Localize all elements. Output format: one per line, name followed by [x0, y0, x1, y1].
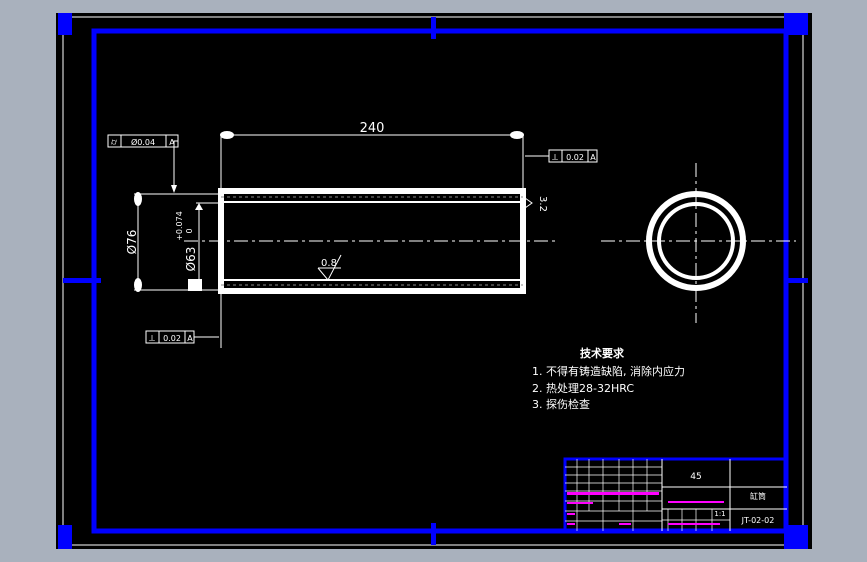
mid-grip-top[interactable]: [431, 17, 436, 39]
dim-tol-upper: +0.074: [175, 211, 184, 241]
title-block-part-name: 缸筒: [750, 491, 766, 501]
datum-a-marker: [188, 279, 202, 291]
dim-text-od: Ø76: [125, 230, 139, 255]
roughness-symbol-bore: [317, 254, 342, 281]
svg-text:Ø0.04: Ø0.04: [131, 137, 155, 147]
corner-grip-tr[interactable]: [784, 13, 808, 35]
fcf-cylindricity: ⌭ Ø0.04 A: [107, 134, 179, 148]
dim-arrow-length-right: [510, 131, 524, 139]
fcf-perpendicular-top: ⟂ 0.02 A: [548, 149, 598, 163]
title-block-scale: 1:1: [714, 510, 725, 518]
svg-text:A: A: [169, 138, 175, 147]
title-block-material: 45: [690, 472, 701, 482]
dim-arrow-id-top: [195, 203, 203, 210]
leader-cylindricity: [173, 140, 178, 191]
svg-text:⟂: ⟂: [149, 334, 155, 344]
end-view-outer-ring: [646, 191, 746, 291]
mid-grip-left[interactable]: [63, 278, 101, 283]
mid-grip-bottom[interactable]: [431, 523, 436, 545]
svg-text:⟂: ⟂: [552, 153, 558, 163]
roughness-symbol-end: [524, 197, 533, 209]
fcf-perpendicular-bottom: ⟂ 0.02 A: [145, 330, 195, 344]
tube-outer-wall: [218, 188, 526, 294]
dim-text-length: 240: [360, 121, 385, 136]
tech-req-item-1: 1. 不得有铸造缺陷, 消除内应力: [532, 364, 685, 378]
svg-text:0.02: 0.02: [163, 334, 181, 343]
tech-req-title: 技术要求: [580, 346, 625, 360]
title-block: 45 缸筒 JT-02-02 1:1: [563, 457, 789, 533]
drawing-sheet: 240 Ø76 Ø63 +0.074 0 0.8 3.2 ⌭ Ø0.04 A ⟂…: [56, 13, 812, 549]
title-block-drawing-number: JT-02-02: [741, 516, 775, 525]
dim-arrow-length-left: [220, 131, 234, 139]
svg-text:A: A: [590, 153, 596, 162]
end-view-inner-ring: [657, 202, 735, 280]
tech-req-item-2: 2. 热处理28-32HRC: [532, 382, 634, 395]
cad-drawing: 240 Ø76 Ø63 +0.074 0 0.8 3.2 ⌭ Ø0.04 A ⟂…: [58, 13, 808, 549]
dim-text-id: Ø63: [184, 247, 198, 272]
mid-grip-right[interactable]: [784, 278, 808, 283]
svg-text:0.02: 0.02: [566, 153, 584, 162]
corner-grip-tl[interactable]: [58, 13, 72, 35]
svg-text:A: A: [187, 334, 193, 343]
tech-req-item-3: 3. 探伤检查: [532, 397, 590, 411]
roughness-text-end: 3.2: [537, 196, 548, 212]
svg-text:⌭: ⌭: [111, 138, 118, 148]
corner-grip-bl[interactable]: [58, 525, 72, 549]
dim-arrow-od-top: [134, 192, 142, 206]
dim-tol-lower: 0: [185, 228, 194, 233]
dim-arrow-od-bottom: [134, 278, 142, 292]
roughness-text-bore: 0.8: [321, 258, 337, 269]
